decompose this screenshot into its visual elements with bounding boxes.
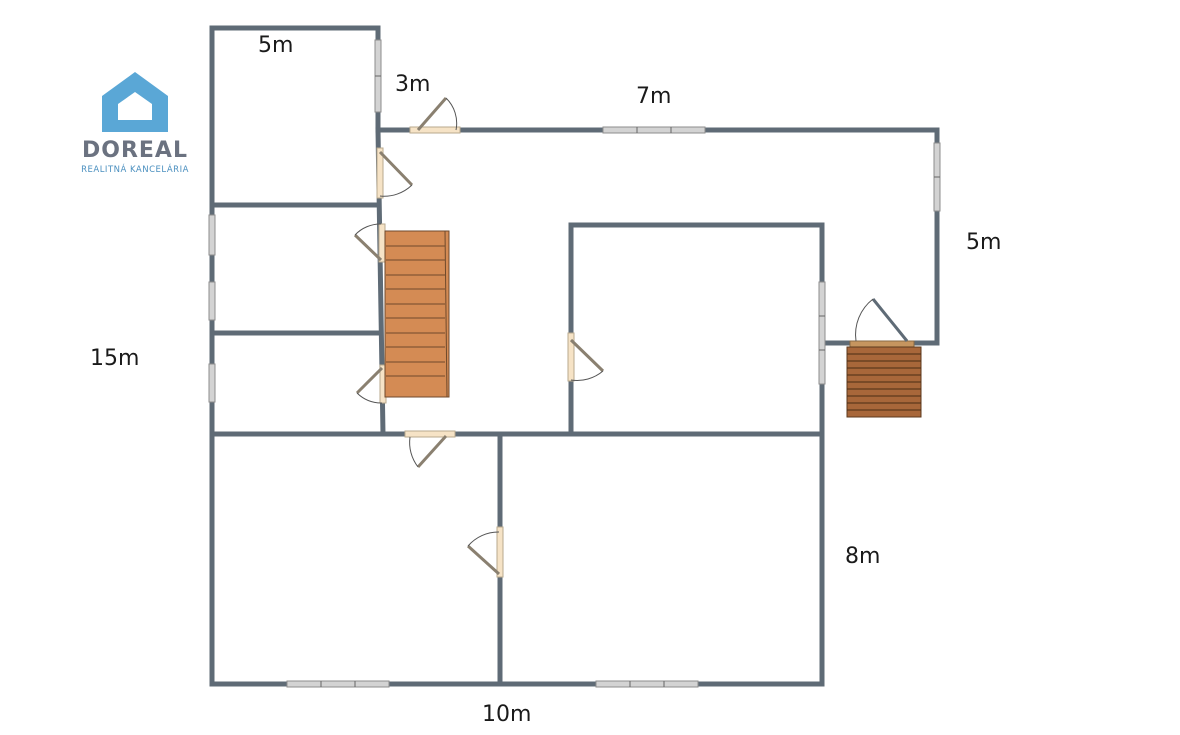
logo-name: DOREAL — [82, 138, 188, 163]
dim-right-wall: 5m — [966, 230, 1002, 255]
doors — [353, 97, 915, 578]
exterior-stairs — [846, 346, 922, 418]
dim-top-left-room: 5m — [258, 33, 294, 58]
logo-subtitle: REALITNÁ KANCELÁRIA — [81, 165, 189, 175]
dim-left-total: 15m — [90, 346, 140, 371]
interior-stairs — [384, 230, 450, 398]
dim-top-wall: 7m — [636, 84, 672, 109]
dim-bottom-right: 8m — [845, 544, 881, 569]
dim-corridor-gap: 3m — [395, 72, 431, 97]
logo: DOREAL REALITNÁ KANCELÁRIA — [72, 70, 198, 175]
house-icon — [102, 72, 168, 132]
dim-bottom-total: 10m — [482, 702, 532, 727]
windows — [208, 39, 941, 688]
